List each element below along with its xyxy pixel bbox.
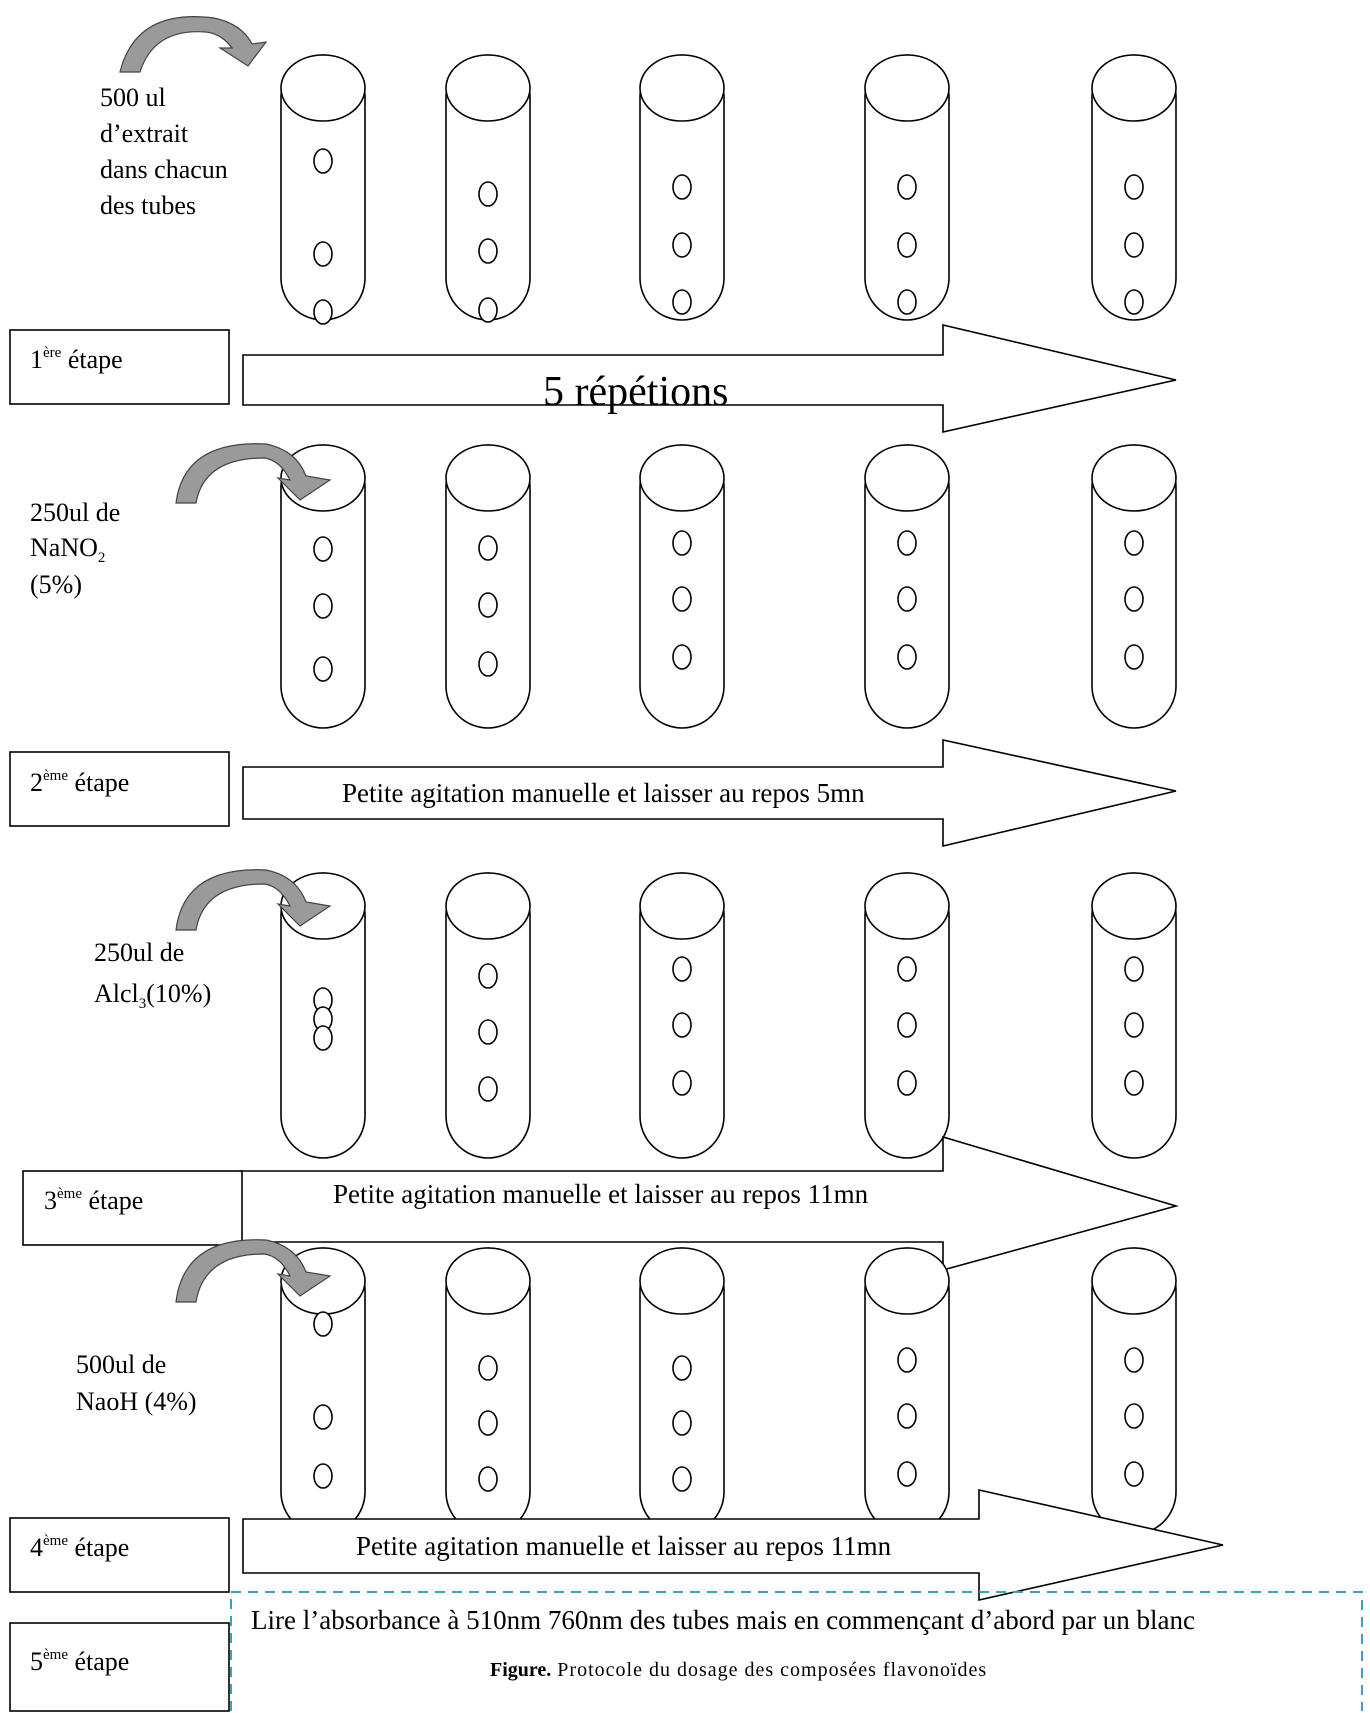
svg-text:des tubes: des tubes [100, 191, 196, 220]
svg-text:500ul de: 500ul de [76, 1350, 166, 1379]
tube [281, 1248, 365, 1534]
tube [865, 1248, 949, 1534]
step-box-2: 2ème étape [10, 752, 229, 826]
svg-text:500 ul: 500 ul [100, 83, 166, 112]
tube [1092, 873, 1176, 1158]
svg-text:NaoH (4%): NaoH (4%) [76, 1387, 197, 1416]
process-arrow-1: 5 répétions [243, 325, 1176, 432]
tube [446, 55, 530, 322]
tube [281, 55, 365, 324]
process-arrow-3: Petite agitation manuelle et laisser au … [240, 1137, 1176, 1270]
tube [865, 873, 949, 1158]
process-arrow-2: Petite agitation manuelle et laisser au … [243, 740, 1176, 846]
tube [446, 1248, 530, 1534]
row-3-tubes [281, 873, 1176, 1158]
reagent-label-1: 500 ul d’extrait dans chacun des tubes [100, 83, 228, 220]
row-1-tubes [281, 55, 1176, 324]
tube [1092, 55, 1176, 320]
tube [640, 1248, 724, 1534]
tube [640, 873, 724, 1158]
step-box-5: 5ème étape [10, 1623, 229, 1711]
arrow-text: Petite agitation manuelle et laisser au … [356, 1531, 892, 1561]
tube [865, 55, 949, 320]
svg-text:d’extrait: d’extrait [100, 119, 189, 148]
tube [1092, 1248, 1176, 1534]
tube [446, 873, 530, 1158]
svg-text:(5%): (5%) [30, 570, 82, 599]
row-2-tubes [281, 445, 1176, 728]
tube [865, 445, 949, 728]
reading-dashed-box: Lire l’absorbance à 510nm 760nm des tube… [231, 1592, 1362, 1711]
svg-text:NaNO2: NaNO2 [30, 533, 105, 566]
svg-text:Alcl3(10%): Alcl3(10%) [94, 979, 211, 1012]
figure-caption: Figure. Protocole du dosage des composée… [490, 1659, 987, 1681]
tube [640, 445, 724, 728]
row-4-tubes [281, 1248, 1176, 1534]
step-box-1: 1ère étape [10, 330, 229, 404]
step-box-3: 3ème étape [23, 1171, 242, 1245]
arrow-text: Petite agitation manuelle et laisser au … [333, 1179, 869, 1209]
svg-text:dans chacun: dans chacun [100, 155, 228, 184]
process-arrow-4: Petite agitation manuelle et laisser au … [243, 1490, 1223, 1600]
tube [640, 55, 724, 320]
step-box-4: 4ème étape [10, 1518, 229, 1592]
reagent-label-4: 500ul de NaoH (4%) [76, 1350, 197, 1416]
tube [446, 445, 530, 728]
svg-text:250ul de: 250ul de [94, 938, 184, 967]
tube [1092, 445, 1176, 728]
reagent-label-2: 250ul de NaNO2 (5%) [30, 498, 120, 599]
arrow-text: Petite agitation manuelle et laisser au … [342, 778, 865, 808]
pour-curved-arrow-icon [120, 17, 266, 72]
reagent-label-3: 250ul de Alcl3(10%) [94, 938, 211, 1012]
repetitions-label: 5 répétions [543, 369, 728, 415]
reading-instruction: Lire l’absorbance à 510nm 760nm des tube… [251, 1605, 1195, 1635]
svg-text:250ul de: 250ul de [30, 498, 120, 527]
